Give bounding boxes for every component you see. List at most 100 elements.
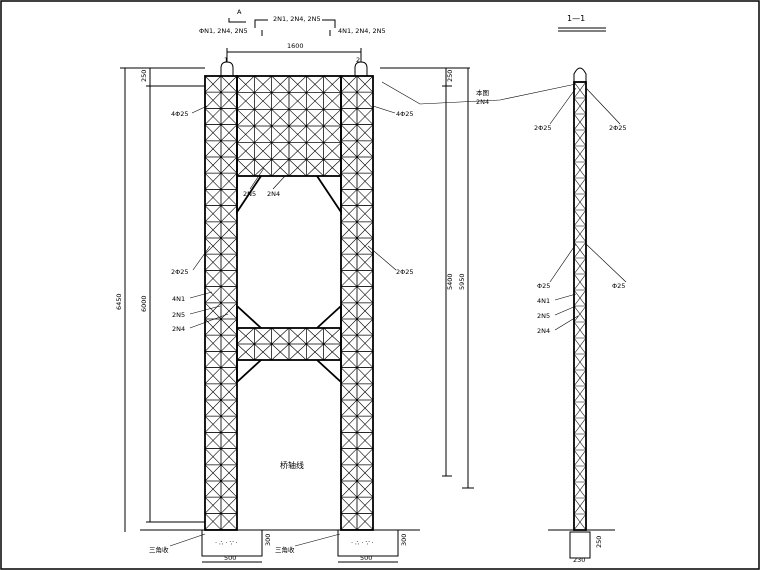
truss-cell-right-column [340,334,358,352]
haunch-mid-right [316,303,342,329]
truss-cell-top-beam [271,109,290,127]
label-triangle-mid: 三角收 [275,545,295,554]
truss-cell-left-column [204,399,222,417]
truss-cell-left-column [220,172,238,190]
truss-cell-left-column [220,189,238,206]
truss-cell-middle-beam [271,343,290,361]
truss-cell-left-column [204,172,222,190]
truss-cell-left-column [204,432,222,449]
section-truss-cell [573,321,587,339]
truss-cell-right-column [356,351,374,368]
label-a: A [237,8,242,16]
truss-cell-top-beam [323,75,342,93]
truss-cell-top-beam [323,142,342,160]
truss-cell-left-column [204,205,222,223]
section-footing-w: 230 [573,556,585,564]
truss-cell-left-column [220,480,238,498]
section-truss-cell [573,369,587,387]
truss-cell-middle-beam [288,327,307,345]
right-cap [354,61,368,76]
footings: · ∴ · ∵ · · ∴ · ∵ · [140,529,420,557]
leader-mid-r [322,19,336,28]
truss-cell-right-column [340,189,358,206]
leader-sec-2phi25-l [549,87,577,125]
truss-cell-left-column [204,480,222,498]
truss-cell-left-column [204,286,222,304]
label-left-4n1: 4N1 [172,295,185,303]
top-annotations: A ΦN1, 2N4, 2N5 2N1, 2N4, 2N5 4N1, 2N4, … [199,8,386,64]
label-mid-2n4: 2N4 [267,190,280,198]
section-truss-cell [573,401,587,419]
truss-cell-top-beam [288,142,307,160]
truss-cell-right-column [356,270,374,287]
leader-right-2phi25 [367,245,397,271]
truss-cell-left-column [204,91,222,109]
dim-top-width: 1600 [287,42,304,50]
truss-cell-top-beam [323,92,342,110]
section-truss-cell [573,129,587,147]
column-caps [220,61,368,76]
right-dimensions: 250 5400 5950 [380,67,474,489]
truss-cell-top-beam [288,125,307,143]
label-right-4phi25: 4Φ25 [396,110,414,118]
truss-cell-top-beam [236,142,255,160]
leader-mid-l [254,19,268,28]
truss-cell-left-column [220,286,238,304]
truss-cell-left-column [220,302,238,320]
leader-left-2n5 [189,305,221,315]
truss-cell-top-beam [254,75,272,93]
truss-cell-top-beam [306,142,324,160]
section-footing-h: 250 [595,536,603,548]
label-top-right-rebar: 4N1, 2N4, 2N5 [338,27,386,35]
dim-footing-h-right: 300 [400,534,408,546]
truss-cell-right-column [356,172,374,190]
truss-cell-right-column [356,189,374,206]
truss-cell-left-column [220,75,238,93]
truss-cell-left-column [220,221,238,239]
leader-sec-2n4 [554,315,579,331]
truss-cell-left-column [204,270,222,287]
truss-cell-right-column [356,448,374,466]
truss-cell-left-column [220,140,238,158]
dim-inner-height: 6000 [140,295,148,312]
truss-cell-top-beam [323,109,342,127]
col-num-1: 1 [224,56,228,64]
truss-cell-left-column [220,448,238,466]
truss-cell-right-column [340,448,358,466]
truss-cell-top-beam [306,109,324,127]
truss-cell-right-column [340,415,358,433]
truss-cell-left-column [204,108,222,125]
truss-cell-right-column [356,318,374,336]
truss-cell-right-column [340,318,358,336]
truss-cell-right-column [340,496,358,514]
truss-cell-right-column [340,270,358,287]
dim-footing-h-left: 300 [264,534,272,546]
sec-4n1: 4N1 [537,297,550,305]
middle-beam [236,327,342,361]
truss-cell-right-column [356,221,374,239]
label-left-4phi25: 4Φ25 [171,110,189,118]
leader-sec-4n1 [554,293,577,301]
truss-cell-right-column [356,253,374,271]
truss-cell-top-beam [254,125,272,143]
section-truss-cell [573,97,587,115]
truss-cell-right-column [356,75,374,93]
dim-total-height: 6450 [115,293,123,310]
truss-cell-middle-beam [288,343,307,361]
truss-cell-top-beam [323,125,342,143]
truss-cell-top-beam [306,92,324,110]
leader-a [228,18,246,23]
truss-cell-left-column [220,513,238,530]
label-bridge-line: 桥轴线 [280,460,304,470]
section-truss-cell [573,481,587,499]
truss-cell-right-column [340,367,358,385]
truss-cell-right-column [340,383,358,401]
section-1-1: 1—1 230 250 本图 2N4 2Φ25 2Φ25 Φ25 Φ25 4N1… [381,14,627,564]
label-mid-2n5: 2N5 [243,190,256,198]
truss-cell-left-column [220,156,238,174]
truss-cell-left-column [204,221,222,239]
truss-cell-right-column [340,351,358,368]
truss-cell-right-column [356,140,374,158]
truss-cell-right-column [340,91,358,109]
